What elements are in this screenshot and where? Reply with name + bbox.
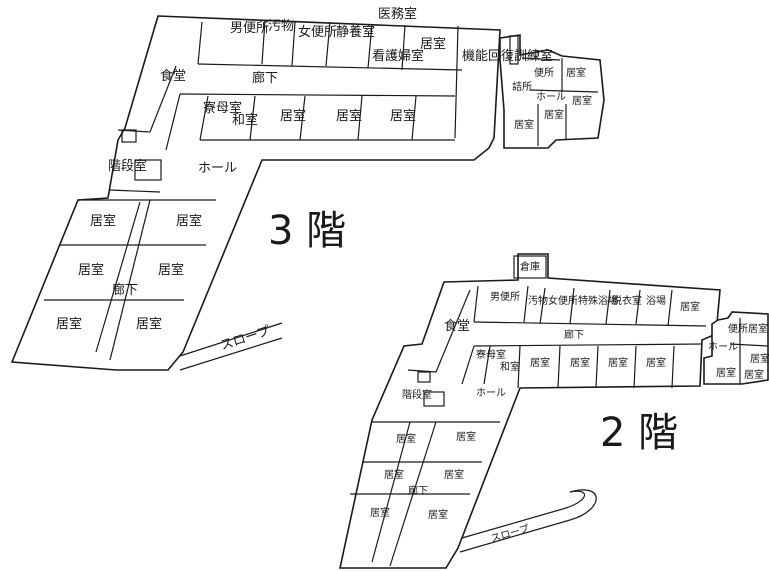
floor2-living-left-0: 居室 bbox=[396, 432, 416, 445]
floor3-annex-room-3: 居室 bbox=[514, 118, 534, 131]
floor2-living-mid-2: 居室 bbox=[608, 356, 628, 369]
floor3-toilet-female-label: 女便所 bbox=[298, 24, 337, 40]
floor2-annex-room-3: 居室 bbox=[744, 368, 764, 381]
floor3-rest-label: 静養室 bbox=[336, 24, 375, 40]
floor3-living-mid-2: 居室 bbox=[390, 108, 416, 124]
floor2-storage-label: 倉庫 bbox=[520, 260, 540, 273]
floor3-stairs-label: 階段室 bbox=[108, 158, 147, 174]
floor2-annex-room-0: 居室 bbox=[748, 322, 768, 335]
floor2-corridor-top-label: 廊下 bbox=[564, 328, 584, 341]
floor2-special-bath-label: 特殊浴場 bbox=[578, 294, 618, 307]
floor2-toilet-female-label: 女便所 bbox=[548, 294, 578, 307]
floor2-living-left-3: 居室 bbox=[444, 468, 464, 481]
floor3-living-ne-label: 居室 bbox=[420, 36, 446, 52]
floor3-annex-room-1: 居室 bbox=[572, 94, 592, 107]
floor3-toilet-male-label: 男便所 bbox=[230, 21, 269, 36]
floor3-living-left-2: 居室 bbox=[78, 262, 104, 278]
floor3-annex-station-label: 詰所 bbox=[512, 80, 532, 93]
floor3-rehab-label: 機能回復訓練室 bbox=[462, 48, 553, 64]
floor3-annex-hall-label: ホール bbox=[536, 91, 566, 103]
floor2-bath-label: 浴場 bbox=[646, 294, 666, 307]
floor3-living-mid-1: 居室 bbox=[336, 108, 362, 124]
floor3-nurse-label: 看護婦室 bbox=[372, 48, 424, 64]
floor3-living-left-4: 居室 bbox=[56, 316, 82, 332]
floor2-living-left-1: 居室 bbox=[456, 430, 476, 443]
floor2-title: 2 階 bbox=[600, 410, 678, 456]
floor3-soiled-label: 汚物 bbox=[268, 19, 294, 34]
floor2-changing-label: 脱衣室 bbox=[612, 294, 642, 307]
floor3-corridor-top-label: 廊下 bbox=[252, 70, 278, 86]
floor3-title: 3 階 bbox=[268, 208, 346, 254]
floor3-annex-toilet-label: 便所 bbox=[534, 66, 554, 79]
floor2-annex-room-1: 居室 bbox=[750, 352, 769, 365]
floor3-hall-label: ホール bbox=[198, 161, 237, 176]
floor3-living-mid-0: 居室 bbox=[280, 108, 306, 124]
floor2-living-left-4: 居室 bbox=[370, 506, 390, 519]
floor3-living-left-0: 居室 bbox=[90, 213, 116, 229]
floor3-living-left-3: 居室 bbox=[158, 262, 184, 278]
floor3-dining-label: 食堂 bbox=[160, 68, 186, 84]
floor2-living-mid-1: 居室 bbox=[570, 356, 590, 369]
floor2-living-left-5: 居室 bbox=[428, 508, 448, 521]
floor2-living-mid-3: 居室 bbox=[646, 356, 666, 369]
floor2-slope-label: スロープ bbox=[490, 522, 531, 544]
floor2-stairs-label: 階段室 bbox=[402, 388, 432, 401]
floor2-toilet-male-label: 男便所 bbox=[490, 290, 520, 303]
floor3-annex-room-0: 居室 bbox=[566, 66, 586, 79]
floor2-dorm-mother-label: 寮母室 bbox=[476, 348, 506, 361]
floor2-hall-label: ホール bbox=[476, 387, 506, 399]
floor2-annex-outline bbox=[703, 311, 769, 385]
floor2-annex-hall-label: ホール bbox=[708, 341, 738, 353]
floor2-living-ne-label: 居室 bbox=[680, 300, 700, 313]
floor2-living-left-2: 居室 bbox=[384, 468, 404, 481]
floor2-soiled-label: 汚物 bbox=[528, 294, 548, 307]
floor3-outline bbox=[10, 15, 501, 371]
floor2-annex-room-2: 居室 bbox=[716, 366, 736, 379]
floor3-living-left-1: 居室 bbox=[176, 213, 202, 229]
floor2-outline bbox=[339, 253, 721, 569]
floor3-japanese-label: 和室 bbox=[232, 112, 258, 128]
floor2-japanese-label: 和室 bbox=[500, 360, 520, 373]
floor2-annex-toilet-label: 便所 bbox=[728, 322, 748, 335]
floor2-corridor-left-label: 廊下 bbox=[408, 484, 428, 497]
floor2-plan bbox=[339, 253, 769, 569]
floor2-living-mid-0: 居室 bbox=[530, 356, 550, 369]
floor3-dorm-mother-label: 寮母室 bbox=[203, 100, 242, 116]
floor3-annex-outline bbox=[499, 34, 605, 149]
floor2-dining-label: 食堂 bbox=[444, 318, 470, 334]
floor3-annex-room-2: 居室 bbox=[544, 108, 564, 121]
floor3-corridor-left-label: 廊下 bbox=[112, 282, 138, 298]
floor3-plan bbox=[10, 15, 605, 371]
floor3-living-left-5: 居室 bbox=[136, 316, 162, 332]
floor3-medical-label: 医務室 bbox=[378, 6, 417, 22]
